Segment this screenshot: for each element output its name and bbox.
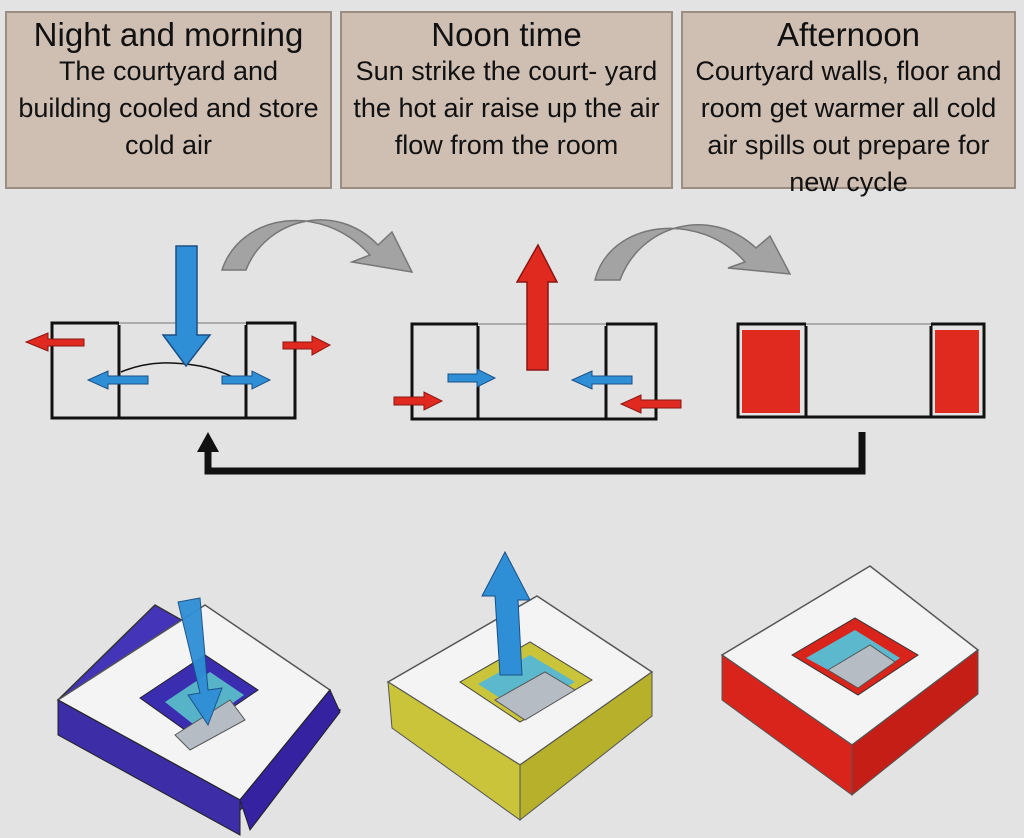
caption-afternoon-text: Courtyard walls, floor and room get warm… — [695, 56, 1002, 197]
cold-air-out-left-room-arrow — [447, 368, 497, 388]
hot-air-out-left-arrow — [24, 332, 85, 352]
cold-air-out-right-room-arrow — [570, 370, 633, 390]
block-noon — [386, 550, 654, 822]
section-afternoon — [736, 322, 986, 419]
caption-noon-title: Noon time — [431, 16, 582, 53]
caption-night-title: Night and morning — [33, 16, 304, 53]
caption-noon: Noon time Sun strike the court- yard the… — [340, 11, 673, 189]
hot-air-into-left-room-arrow — [393, 391, 444, 411]
hot-air-out-right-arrow — [282, 335, 332, 356]
cold-air-down-arrow — [161, 245, 212, 368]
courtyard-cycle-diagram — [24, 219, 986, 836]
hot-air-into-right-room-arrow — [619, 394, 682, 414]
noon-hot-air-up-arrow — [481, 550, 531, 676]
cold-air-into-right-room-arrow — [221, 370, 272, 390]
transition-arrow-night-to-noon — [220, 219, 414, 273]
warm-left-room — [742, 330, 800, 413]
warm-right-room — [935, 330, 979, 413]
cycle-return-arrow — [197, 432, 866, 475]
caption-night: Night and morning The courtyard and buil… — [5, 11, 332, 189]
hot-air-up-arrow — [515, 243, 559, 371]
cold-air-into-left-room-arrow — [86, 370, 149, 390]
caption-afternoon-title: Afternoon — [776, 16, 921, 53]
night-cold-air-arrow — [177, 597, 223, 727]
block-afternoon — [720, 565, 980, 797]
caption-afternoon: Afternoon Courtyard walls, floor and roo… — [681, 11, 1016, 197]
block-night — [56, 597, 342, 836]
caption-noon-text: Sun strike the court- yard the hot air r… — [353, 56, 660, 160]
section-noon — [393, 243, 682, 421]
caption-night-text: The courtyard and building cooled and st… — [18, 56, 319, 160]
transition-arrow-noon-to-afternoon — [594, 224, 792, 281]
section-night — [24, 245, 332, 420]
